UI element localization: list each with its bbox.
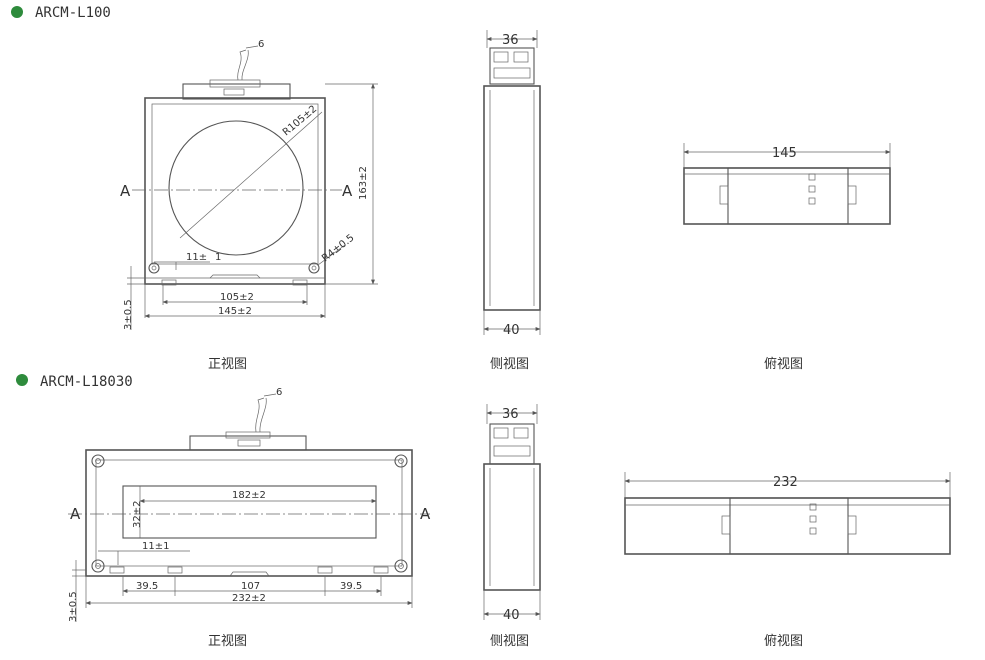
model2-segment-a-label: 39.5: [136, 581, 158, 592]
model2-outer-width-label: 232±2: [232, 593, 266, 604]
model2-window-height-label: 32±2: [132, 501, 143, 528]
model1-bullet-icon: [11, 6, 23, 18]
model2-offset-label: 11±1: [142, 541, 169, 552]
model1-top-view: 145 俯视图: [683, 143, 891, 372]
model2-side-top-label: 36: [502, 407, 519, 422]
model1-radius-label: R105±2: [281, 104, 319, 139]
model2-segment-c-label: 39.5: [340, 581, 362, 592]
model1-base-label: 3±0.5: [123, 299, 134, 330]
model1-top-caption: 俯视图: [764, 356, 803, 372]
model2-segment-b-label: 107: [241, 581, 260, 592]
model2-header: ARCM-L18030: [16, 374, 133, 390]
model1-front-caption: 正视图: [208, 357, 247, 372]
model2-title: ARCM-L18030: [40, 374, 133, 390]
model2-bullet-icon: [16, 374, 28, 386]
model1-outer-width-label: 145±2: [218, 306, 252, 317]
model2-top-view: 232 俯视图: [624, 472, 951, 649]
model1-section-a-left: A: [120, 182, 131, 200]
model2-window-width-label: 182±2: [232, 490, 266, 501]
model2-section-a-left: A: [70, 505, 81, 523]
model1-lead-label: 6: [258, 39, 264, 50]
model1-inner-width-label: 105±2: [220, 292, 254, 303]
model2-side-view: 36 40 侧视图: [483, 404, 541, 649]
model2-top-caption: 俯视图: [764, 633, 803, 649]
model1-height-label: 163±2: [358, 166, 369, 200]
model1-offset-num: 1: [215, 252, 221, 263]
model1-side-view: 36 40 侧视图: [483, 30, 541, 372]
model1-side-bottom-label: 40: [503, 323, 520, 338]
model2-top-width-label: 232: [773, 475, 798, 490]
model2-base-label: 3±0.5: [68, 591, 79, 622]
model1-front-view: 6 A A R105±2 R4±0.5 163±2 11± 1: [120, 39, 378, 372]
model1-title: ARCM-L100: [35, 5, 111, 21]
model1-top-width-label: 145: [772, 146, 797, 161]
model2-section-a-right: A: [420, 505, 431, 523]
model1-header: ARCM-L100: [11, 5, 111, 21]
model1-section-a-right: A: [342, 182, 353, 200]
model2-side-bottom-label: 40: [503, 608, 520, 623]
model1-offset-label: 11±: [186, 252, 207, 263]
model2-front-view: 6 A A 182±2 32±2 11±1 39.5 107 39: [68, 387, 431, 649]
model1-side-top-label: 36: [502, 33, 519, 48]
model2-lead-label: 6: [276, 387, 282, 398]
model2-side-caption: 侧视图: [490, 634, 529, 649]
model1-side-caption: 侧视图: [490, 357, 529, 372]
model2-front-caption: 正视图: [208, 634, 247, 649]
